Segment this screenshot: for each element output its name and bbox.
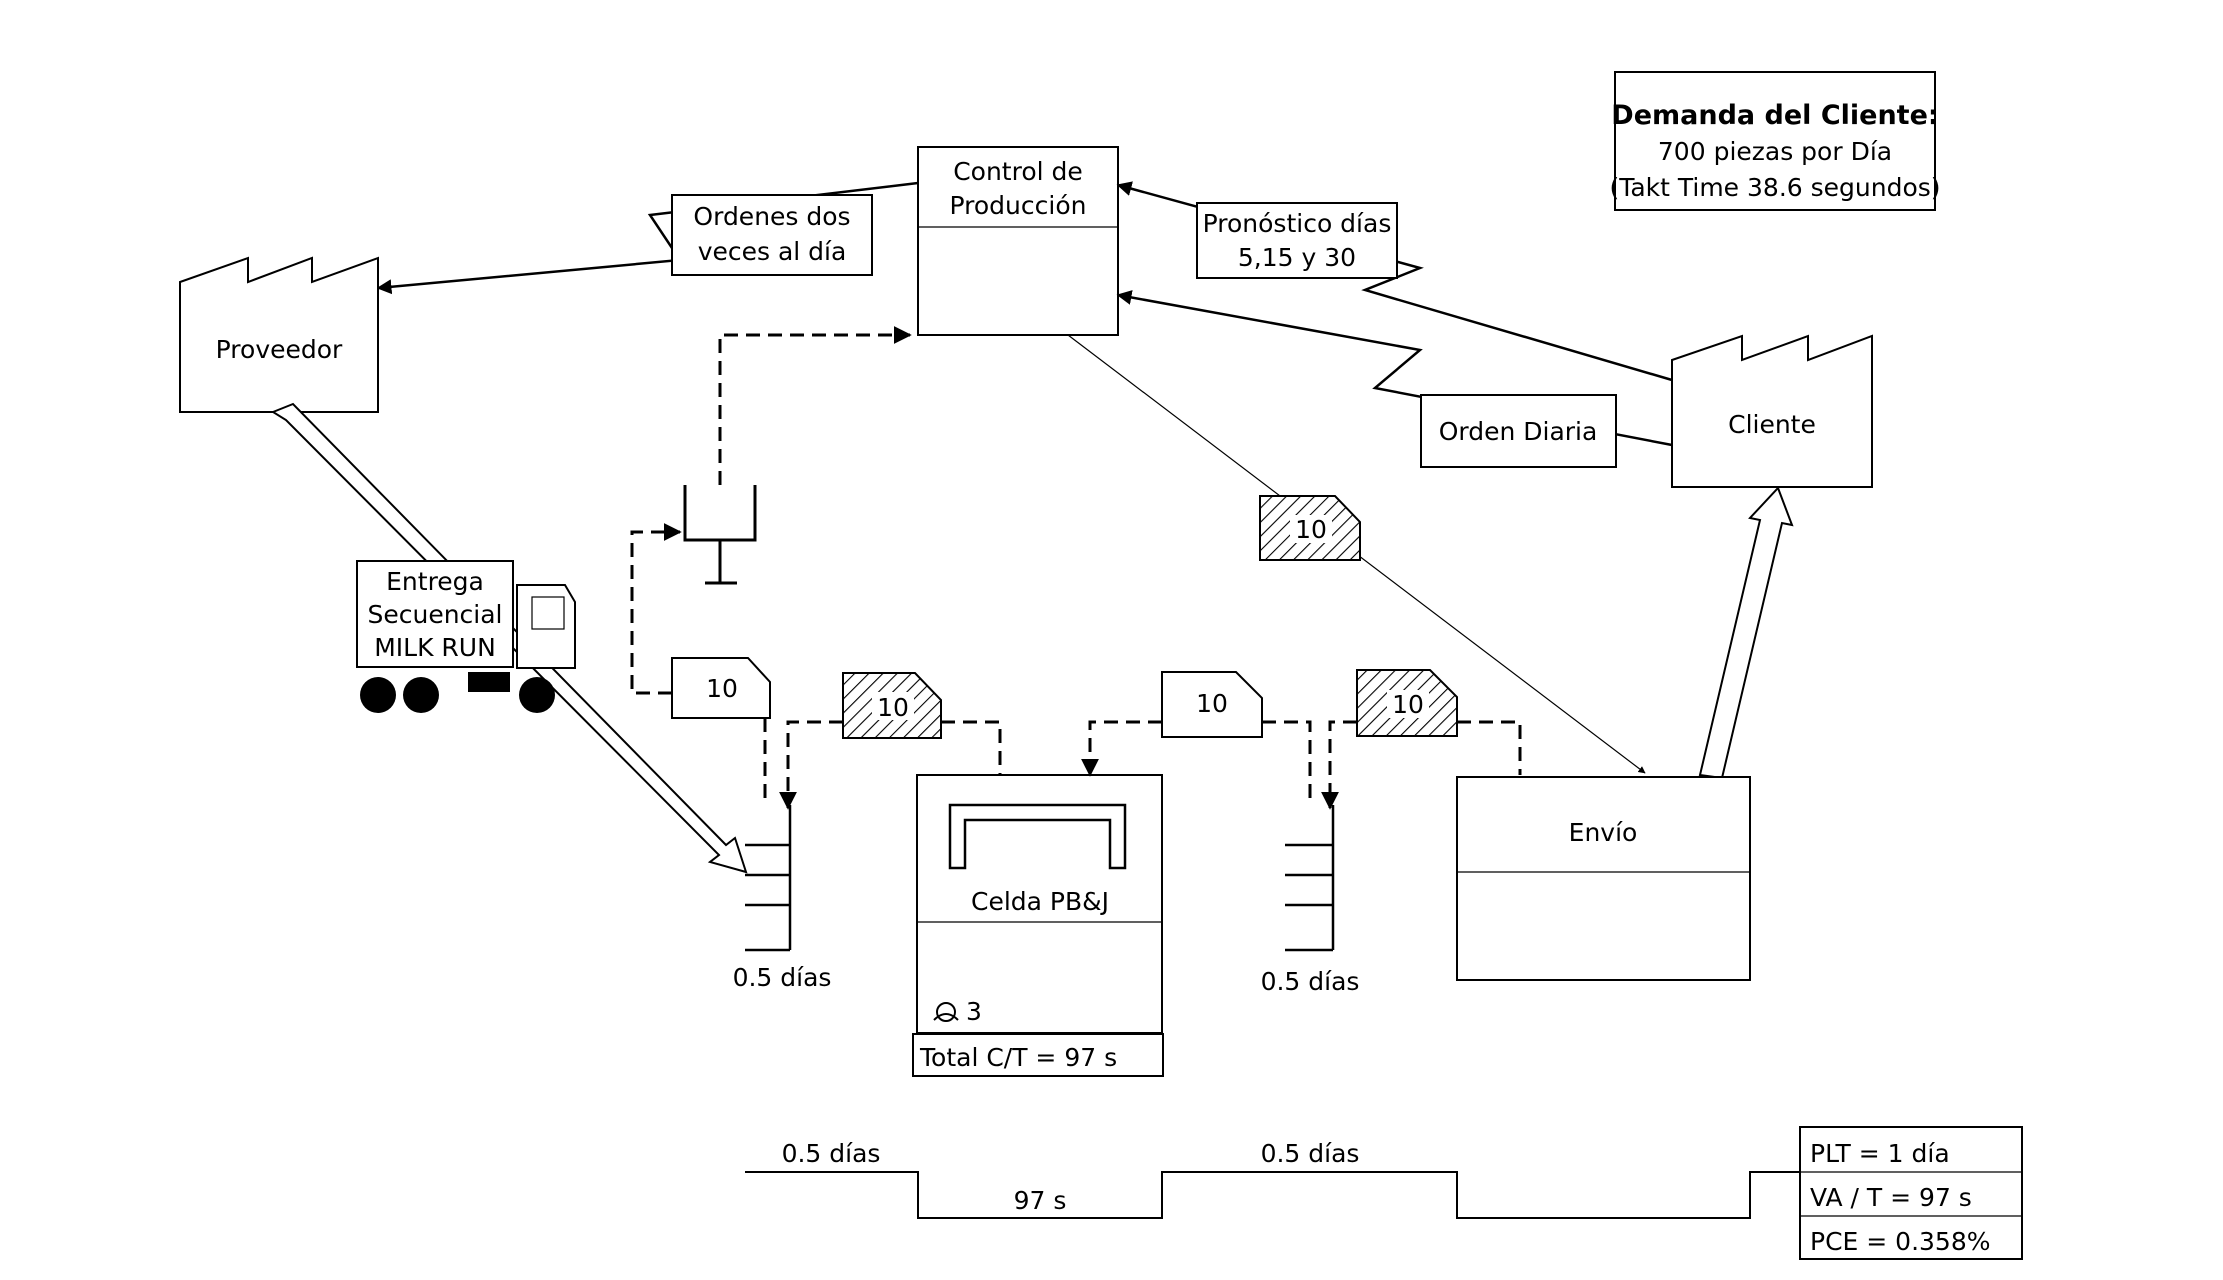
- production-control-label-2: Producción: [950, 191, 1087, 220]
- orders-to-supplier-label-2: veces al día: [698, 237, 847, 266]
- daily-order-box: Orden Diaria: [1420, 394, 1617, 468]
- forecast-label-2: 5,15 y 30: [1238, 243, 1356, 272]
- production-kanban-qty: 10: [877, 693, 909, 722]
- cell-name: Celda PB&J: [971, 887, 1109, 916]
- withdrawal-kanban-right-qty: 10: [1196, 689, 1228, 718]
- orders-to-supplier-label-1: Ordenes dos: [693, 202, 850, 231]
- withdrawal-signal-to-cell: [1081, 720, 1162, 777]
- customer-demand-takt: (Takt Time 38.6 segundos): [1609, 173, 1940, 202]
- total-cycle-time-box: Total C/T = 97 s: [912, 1033, 1164, 1077]
- truck-wheel: [360, 677, 396, 713]
- kanban-collection-path: [718, 326, 912, 485]
- customer-demand-quantity: 700 piezas por Día: [1658, 137, 1892, 166]
- supplier-label: Proveedor: [216, 335, 343, 364]
- shipping-label: Envío: [1569, 818, 1638, 847]
- total-cycle-time: Total C/T = 97 s: [919, 1043, 1117, 1072]
- production-kanban-right-qty: 10: [1392, 690, 1424, 719]
- summary-pce: PCE = 0.358%: [1810, 1227, 1991, 1256]
- customer-factory: Cliente: [1671, 334, 1873, 488]
- raw-inventory-days: 0.5 días: [733, 963, 832, 992]
- production-signal-to-raw: [779, 720, 843, 810]
- orders-to-supplier-box: Ordenes dos veces al día: [671, 194, 873, 276]
- timeline: 0.5 días 97 s 0.5 días: [745, 1139, 1800, 1219]
- summary-plt: PLT = 1 día: [1810, 1139, 1950, 1168]
- milk-run-label-2: Secuencial: [367, 600, 502, 629]
- milk-run-truck: Entrega Secuencial MILK RUN: [356, 560, 576, 713]
- cell-process-box: Celda PB&J 3: [916, 774, 1163, 1034]
- shipping-production-kanban: 10: [1259, 495, 1361, 561]
- timeline-process-time: 97 s: [1014, 1186, 1067, 1215]
- kanban-post: [683, 485, 757, 585]
- operator-icon: [933, 1002, 959, 1022]
- customer-shipment-arrow: [1698, 486, 1794, 780]
- production-control-box: Control de Producción: [917, 146, 1119, 336]
- shipping-production-kanban-qty: 10: [1295, 515, 1327, 544]
- customer-demand-box: Demanda del Cliente: 700 piezas por Día …: [1609, 71, 1941, 211]
- milk-run-label-1: Entrega: [386, 567, 484, 596]
- raw-inventory: 0.5 días: [733, 805, 832, 992]
- milk-run-label-3: MILK RUN: [374, 633, 496, 662]
- forecast-box: Pronóstico días 5,15 y 30: [1196, 202, 1398, 279]
- customer-demand-title: Demanda del Cliente:: [1611, 100, 1938, 131]
- withdrawal-kanban-qty: 10: [706, 674, 738, 703]
- summary-table: PLT = 1 día VA / T = 97 s PCE = 0.358%: [1799, 1126, 2023, 1260]
- production-kanban: 10: [842, 672, 942, 739]
- forecast-label-1: Pronóstico días: [1203, 209, 1392, 238]
- customer-label: Cliente: [1728, 410, 1816, 439]
- truck-wheel: [403, 677, 439, 713]
- daily-order-label: Orden Diaria: [1439, 417, 1598, 446]
- truck-wheel: [519, 677, 555, 713]
- withdrawal-return-path: [630, 523, 682, 695]
- finished-goods-days: 0.5 días: [1261, 967, 1360, 996]
- production-kanban-right: 10: [1356, 669, 1458, 737]
- withdrawal-right-to-inventory: [1262, 720, 1312, 800]
- timeline-wait-2: 0.5 días: [1261, 1139, 1360, 1168]
- production-right-signal-to-shipping: [1457, 720, 1522, 775]
- summary-va-t: VA / T = 97 s: [1810, 1183, 1972, 1212]
- production-right-signal-to-fg: [1321, 720, 1357, 810]
- production-control-label-1: Control de: [953, 157, 1083, 186]
- supplier-factory: Proveedor: [179, 256, 379, 413]
- withdrawal-kanban: 10: [671, 657, 771, 719]
- shipping-box: Envío: [1456, 776, 1751, 981]
- timeline-wait-1: 0.5 días: [782, 1139, 881, 1168]
- production-signal-to-cell: [941, 720, 1002, 775]
- operator-count: 3: [966, 997, 982, 1026]
- finished-goods-inventory: 0.5 días: [1261, 805, 1360, 996]
- withdrawal-kanban-right: 10: [1161, 671, 1263, 738]
